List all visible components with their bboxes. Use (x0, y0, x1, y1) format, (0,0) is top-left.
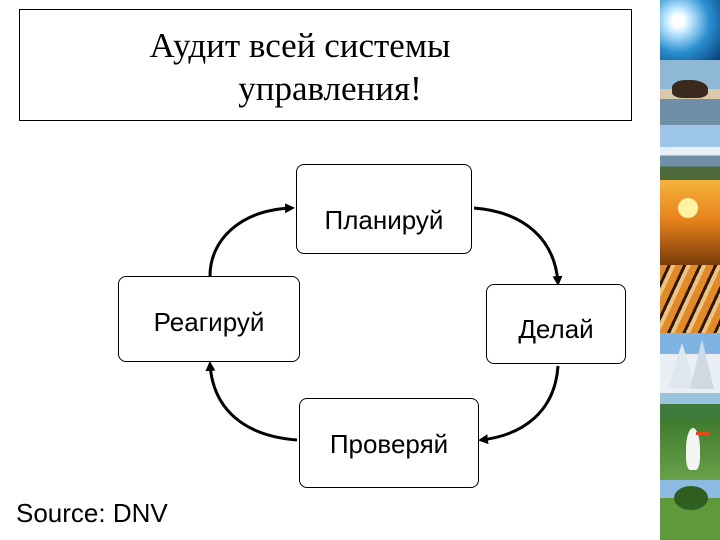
source-note: Source: DNV (16, 498, 168, 528)
title-box: Аудит всей системы управления! (19, 9, 632, 121)
node-plan: Планируй (296, 164, 472, 254)
node-check-label: Проверяй (329, 429, 449, 459)
sun-rays-photo (660, 0, 720, 60)
snowy-trees-photo (660, 333, 720, 393)
title-line-2: управления! (238, 69, 422, 108)
photo-strip (660, 0, 720, 540)
node-react: Реагируй (118, 276, 300, 362)
node-check: Проверяй (299, 398, 479, 488)
title-line-1: Аудит всей системы (149, 26, 451, 65)
node-react-label: Реагируй (153, 307, 265, 337)
mountains-photo (660, 125, 720, 180)
arrow-check-to-react (205, 361, 298, 442)
tiger-photo (660, 265, 720, 333)
arrow-do-to-check (478, 365, 560, 445)
node-plan-label: Планируй (324, 205, 444, 235)
arrow-plan-to-do (473, 206, 563, 286)
sunset-grass-photo (660, 180, 720, 265)
tree-hill-photo (660, 480, 720, 540)
cycle-arrows (205, 203, 563, 445)
arrow-react-to-plan (208, 203, 295, 277)
node-do-label: Делай (518, 313, 594, 344)
title-text: Аудит всей системы управления! (80, 24, 520, 110)
lake-landscape-photo (660, 393, 720, 420)
stork-photo (660, 420, 720, 480)
horse-photo (660, 60, 720, 125)
node-do: Делай (486, 284, 626, 364)
